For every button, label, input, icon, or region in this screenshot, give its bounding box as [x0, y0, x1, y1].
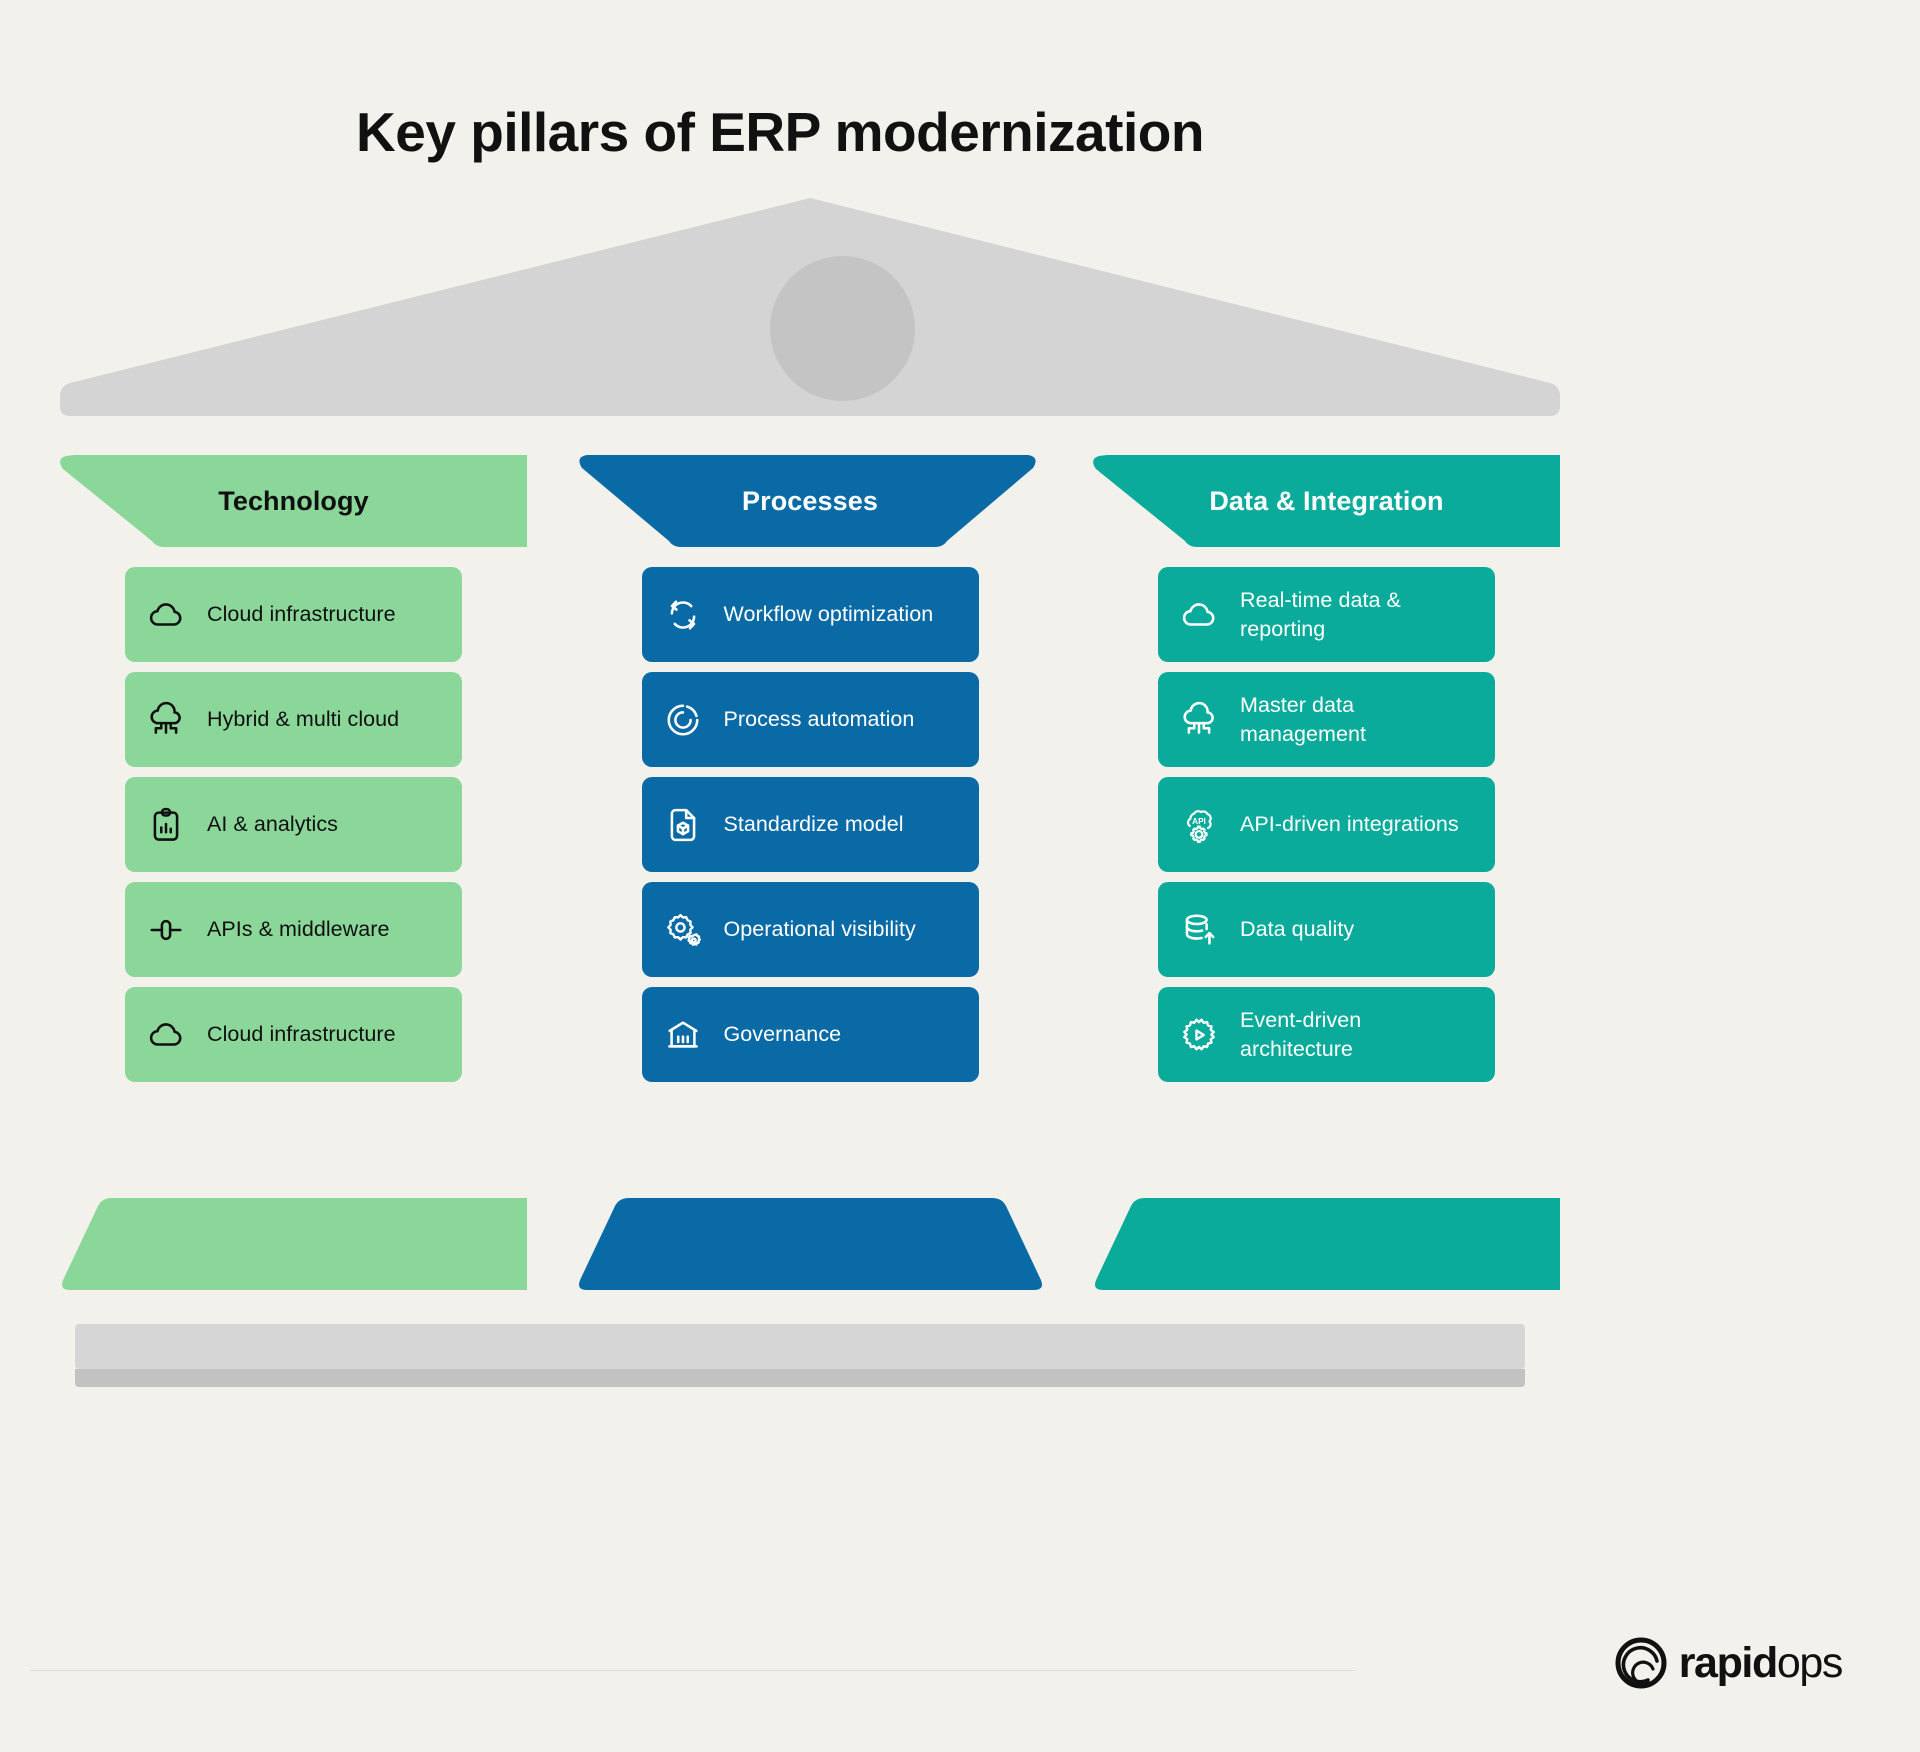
pillar-technology: Technology Cloud infrastructure — [60, 455, 527, 1195]
list-item-label: Governance — [723, 1022, 842, 1047]
list-item[interactable]: Real-time data & reporting — [1158, 567, 1495, 662]
pillar-header-data-integration: Data & Integration — [1093, 455, 1560, 547]
list-item-label: Cloud infrastructure — [207, 602, 396, 627]
temple-base-slab — [75, 1324, 1525, 1369]
list-item-label: Data quality — [1240, 917, 1355, 942]
rapidops-wordmark: rapidops — [1678, 1638, 1844, 1687]
cloud-network-icon — [147, 701, 185, 739]
refresh-cycle-icon — [664, 596, 702, 634]
list-item-label: Event-driven architecture — [1240, 1007, 1362, 1061]
list-item[interactable]: Data quality — [1158, 882, 1495, 977]
list-item-label: Process automation — [723, 707, 915, 732]
pillar-header-label: Processes — [741, 485, 878, 516]
header-trapezoid-shape — [60, 455, 527, 547]
api-cloud-icon: API — [1180, 806, 1218, 844]
list-item-label: Cloud infrastructure — [207, 1022, 396, 1047]
list-item-label: Operational visibility — [723, 917, 916, 942]
list-item[interactable]: Governance — [641, 987, 979, 1082]
pillar-columns: Technology Cloud infrastructure — [60, 455, 1560, 1195]
list-item-label: Master data management — [1240, 692, 1366, 746]
progress-circle-icon — [664, 701, 702, 739]
header-trapezoid-shape — [578, 455, 1036, 547]
list-item[interactable]: AI & analytics — [125, 777, 462, 872]
list-item-label: Real-time data & reporting — [1240, 587, 1401, 641]
list-item[interactable]: Workflow optimization — [641, 567, 979, 662]
list-item[interactable]: Operational visibility — [641, 882, 979, 977]
pillar-header-label: Data & Integration — [1209, 485, 1444, 516]
list-item-label: Workflow optimization — [723, 602, 934, 627]
list-item[interactable]: Master data management — [1158, 672, 1495, 767]
list-item[interactable]: Event-driven architecture — [1158, 987, 1495, 1082]
pillar-items-processes: Workflow optimization Process automation — [577, 567, 1044, 1091]
list-item[interactable]: Hybrid & multi cloud — [125, 672, 462, 767]
list-item[interactable]: APIs & middleware — [125, 882, 462, 977]
footer-divider — [30, 1670, 1355, 1671]
pillar-header-technology: Technology — [60, 455, 527, 547]
header-trapezoid-shape — [1093, 455, 1560, 547]
document-cube-icon — [664, 806, 702, 844]
plinth-trapezoid-shape — [1095, 1198, 1560, 1290]
pillar-processes: Processes Workflow optimization — [577, 455, 1044, 1195]
plinth-trapezoid-shape — [62, 1198, 527, 1290]
list-item-label: AI & analytics — [207, 812, 338, 837]
logo-light-text: ops — [1776, 1638, 1844, 1687]
brand-logo: rapidops — [1615, 1637, 1844, 1689]
plinth-trapezoid-shape — [578, 1198, 1042, 1290]
list-item[interactable]: Cloud infrastructure — [125, 987, 462, 1082]
pillar-items-data-integration: Real-time data & reporting Master data m… — [1093, 567, 1560, 1091]
list-item-label: Hybrid & multi cloud — [207, 707, 400, 732]
list-item[interactable]: Standardize model — [641, 777, 979, 872]
gear-play-icon — [1180, 1016, 1218, 1054]
api-connector-icon — [147, 911, 185, 949]
pillar-items-technology: Cloud infrastructure Hybrid & multi clou… — [60, 567, 527, 1091]
pillar-header-processes: Processes — [577, 455, 1044, 547]
cloud-icon — [147, 596, 185, 634]
cloud-network-icon — [1180, 701, 1218, 739]
temple-roof — [60, 198, 1560, 416]
plinth-data-integration — [1093, 1198, 1560, 1290]
rapidops-mark-icon — [1615, 1637, 1667, 1689]
list-item[interactable]: Cloud infrastructure — [125, 567, 462, 662]
temple-base-shadow — [75, 1369, 1525, 1387]
list-item[interactable]: API API-driven integrations — [1158, 777, 1495, 872]
bank-icon — [664, 1016, 702, 1054]
list-item[interactable]: Process automation — [641, 672, 979, 767]
logo-bold-text: rapid — [1678, 1638, 1779, 1687]
database-upload-icon — [1180, 911, 1218, 949]
list-item-label: APIs & middleware — [207, 917, 390, 942]
clipboard-chart-icon — [147, 806, 185, 844]
pillar-data-integration: Data & Integration Real-time data & repo… — [1093, 455, 1560, 1195]
svg-text:API: API — [1192, 817, 1206, 826]
list-item-label: API-driven integrations — [1240, 812, 1459, 837]
pillar-header-label: Technology — [218, 485, 369, 516]
cloud-icon — [1180, 596, 1218, 634]
list-item-label: Standardize model — [723, 812, 904, 837]
cloud-icon — [147, 1016, 185, 1054]
plinth-technology — [60, 1198, 527, 1290]
plinth-processes — [577, 1198, 1044, 1290]
pillar-plinths — [60, 1198, 1560, 1290]
roof-medallion — [770, 256, 915, 401]
page-title: Key pillars of ERP modernization — [356, 101, 1204, 163]
gears-icon — [664, 911, 702, 949]
